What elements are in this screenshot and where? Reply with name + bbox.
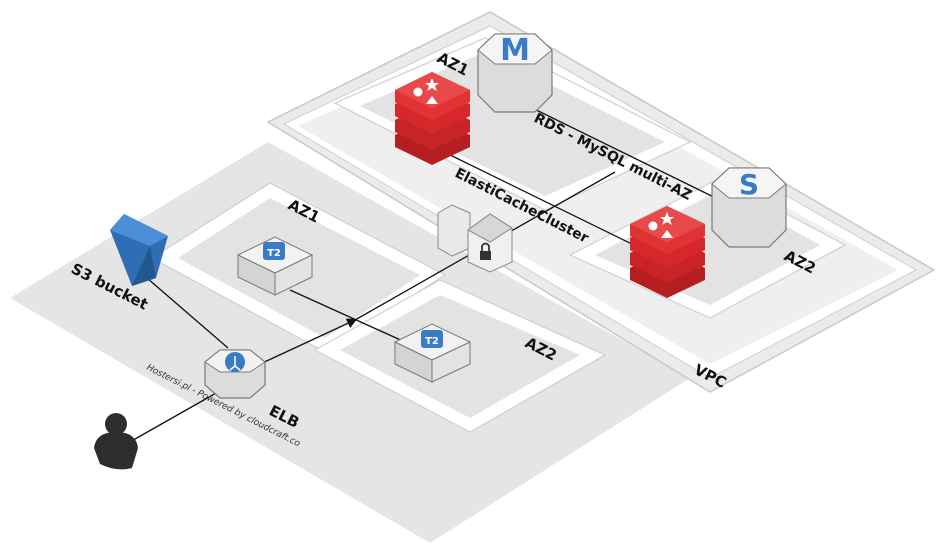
ec2-to-ec2-line	[289, 289, 406, 343]
ec2-instance-az2[interactable]: T2	[393, 323, 472, 383]
user-to-elb-line	[127, 387, 226, 444]
rds-instance-icon[interactable]: S	[711, 167, 787, 248]
s3-bucket-icon[interactable]	[110, 214, 168, 286]
split-arrows-icon	[229, 356, 241, 371]
rds-master-glyph: M	[500, 33, 530, 68]
t2-badge-label: T2	[425, 336, 439, 347]
elb-to-internet-line	[257, 318, 358, 366]
t2-badge	[421, 330, 443, 348]
rds-standby-glyph: S	[739, 168, 759, 201]
elasticache-redis-icon[interactable]	[395, 72, 470, 165]
vpn-gateway[interactable]	[437, 204, 513, 273]
elasticache-redis-icon[interactable]	[630, 206, 705, 298]
lock-icon	[480, 242, 491, 260]
load-balancer-icon[interactable]	[204, 349, 266, 399]
user-icon[interactable]	[94, 413, 138, 470]
rds-instance-icon[interactable]: M	[477, 33, 553, 113]
t2-badge-label: T2	[267, 248, 281, 259]
s3-to-elb-line	[139, 271, 229, 349]
ec2-instance-az1[interactable]: T2	[236, 236, 314, 296]
rds-to-rds-line	[519, 101, 731, 206]
cache-to-cache-line	[439, 149, 641, 249]
connections	[127, 101, 731, 444]
t2-badge	[263, 242, 285, 260]
